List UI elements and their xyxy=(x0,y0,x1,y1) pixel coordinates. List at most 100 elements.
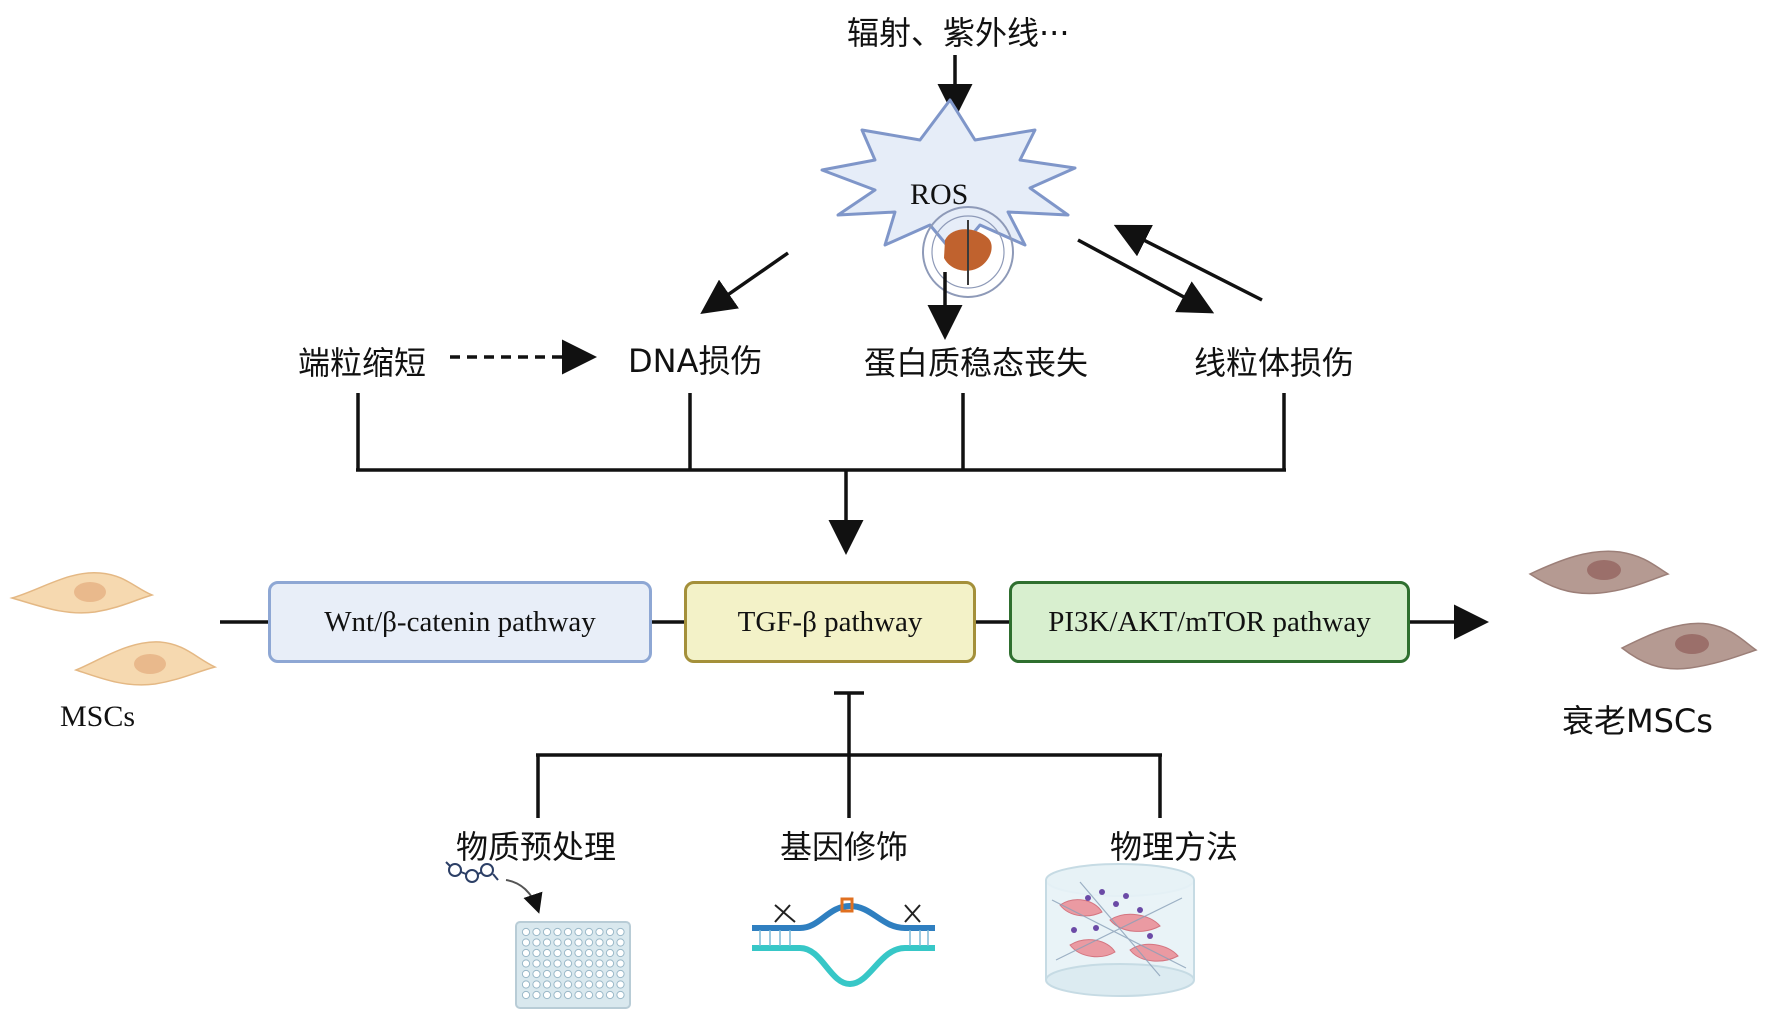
convergence-bracket xyxy=(356,393,1286,472)
well xyxy=(616,990,625,1000)
well xyxy=(563,980,573,989)
molecule-icon xyxy=(445,861,499,883)
well xyxy=(584,990,594,1000)
well xyxy=(595,938,604,947)
proteostasis-loss-label: 蛋白质稳态丧失 xyxy=(864,344,1089,382)
well xyxy=(532,959,541,968)
well xyxy=(563,959,573,968)
well xyxy=(542,959,552,968)
well xyxy=(563,927,573,937)
mscs-label: MSCs xyxy=(60,700,136,733)
well xyxy=(584,959,594,968)
well xyxy=(616,980,625,989)
well xyxy=(616,938,625,947)
well xyxy=(521,980,531,989)
senescent-msc-cell-icon xyxy=(1528,550,1670,595)
well xyxy=(532,969,541,979)
well xyxy=(542,969,552,979)
ros-label: ROS xyxy=(910,178,969,211)
well xyxy=(521,948,531,958)
chinese-medical-association-seal-icon xyxy=(922,206,1014,298)
well xyxy=(584,927,594,937)
well xyxy=(553,927,562,937)
well xyxy=(553,959,562,968)
tgf-pathway-label: TGF-β pathway xyxy=(737,605,923,638)
arrow-mito-to-ros xyxy=(1113,224,1263,302)
well xyxy=(605,938,615,947)
well xyxy=(605,990,615,1000)
curved-arrow-molecule-to-plate xyxy=(505,879,543,914)
well xyxy=(532,927,541,937)
well xyxy=(521,927,531,937)
well-plate-icon xyxy=(515,921,631,1009)
crispr-dna-icon xyxy=(752,897,935,988)
well xyxy=(521,938,531,947)
well xyxy=(584,948,594,958)
well xyxy=(532,990,541,1000)
well xyxy=(553,969,562,979)
well xyxy=(574,969,583,979)
well xyxy=(584,938,594,947)
well xyxy=(595,927,604,937)
well xyxy=(542,990,552,1000)
well xyxy=(574,938,583,947)
tgf-beta-pathway-box: TGF-β pathway xyxy=(684,581,976,663)
well xyxy=(532,980,541,989)
well xyxy=(605,969,615,979)
well xyxy=(574,948,583,958)
well xyxy=(595,990,604,1000)
well xyxy=(574,959,583,968)
well xyxy=(542,980,552,989)
cell-scaffold-icon xyxy=(1045,863,1195,997)
well xyxy=(574,927,583,937)
well xyxy=(616,948,625,958)
well xyxy=(584,980,594,989)
wnt-beta-catenin-pathway-box: Wnt/β-catenin pathway xyxy=(268,581,652,663)
radiation-uv-label: 辐射、紫外线··· xyxy=(847,14,1070,52)
arrow-ros-to-dna xyxy=(700,251,789,314)
well xyxy=(595,948,604,958)
senescent-msc-cell-icon xyxy=(1620,622,1758,670)
pi3k-pathway-label: PI3K/AKT/mTOR pathway xyxy=(1048,605,1371,638)
well xyxy=(553,980,562,989)
well xyxy=(553,948,562,958)
substance-pretreatment-label: 物质预处理 xyxy=(456,828,617,866)
well xyxy=(616,969,625,979)
well xyxy=(521,990,531,1000)
physical-methods-label: 物理方法 xyxy=(1110,828,1239,866)
well xyxy=(563,990,573,1000)
gene-modification-label: 基因修饰 xyxy=(780,828,909,866)
well xyxy=(542,927,552,937)
wnt-pathway-label: Wnt/β-catenin pathway xyxy=(324,605,596,638)
well xyxy=(595,959,604,968)
well xyxy=(574,990,583,1000)
pi3k-akt-mtor-pathway-box: PI3K/AKT/mTOR pathway xyxy=(1009,581,1410,663)
well xyxy=(563,969,573,979)
senescent-mscs-label: 衰老MSCs xyxy=(1562,702,1713,740)
well xyxy=(521,969,531,979)
well xyxy=(553,990,562,1000)
well xyxy=(574,980,583,989)
well xyxy=(542,938,552,947)
mitochondrial-damage-label: 线粒体损伤 xyxy=(1194,344,1355,382)
well xyxy=(605,927,615,937)
well xyxy=(595,969,604,979)
well xyxy=(616,927,625,937)
well xyxy=(605,959,615,968)
arrow-ros-to-mito xyxy=(1077,238,1215,314)
well xyxy=(605,948,615,958)
well xyxy=(532,938,541,947)
well xyxy=(521,959,531,968)
well xyxy=(563,938,573,947)
msc-cell-icon xyxy=(73,641,218,686)
dna-damage-label: DNA损伤 xyxy=(628,342,763,380)
telomere-shortening-label: 端粒缩短 xyxy=(298,344,427,382)
well xyxy=(616,959,625,968)
well xyxy=(584,969,594,979)
well xyxy=(542,948,552,958)
well xyxy=(595,980,604,989)
intervention-bracket xyxy=(536,693,1162,818)
msc-cell-icon xyxy=(9,572,155,614)
